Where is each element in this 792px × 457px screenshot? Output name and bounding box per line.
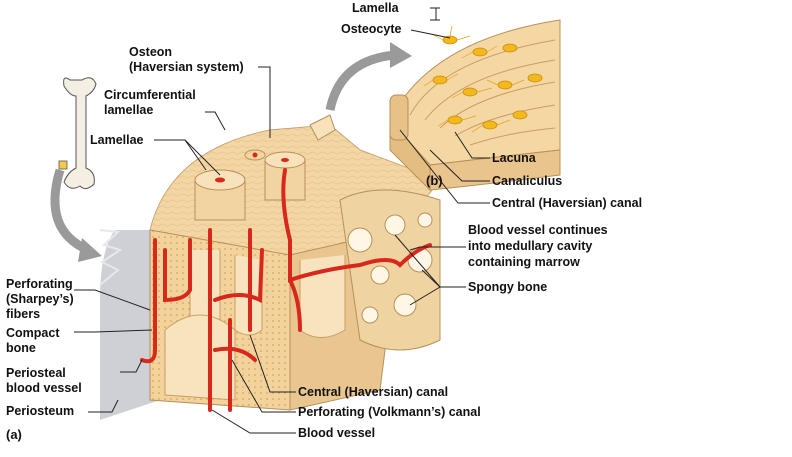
label-lamella: Lamella: [352, 1, 399, 15]
label-medullary-line1: Blood vessel continues: [468, 223, 608, 237]
label-compact-bone-line1: Compact: [6, 326, 60, 340]
panel-label-a: (a): [6, 427, 22, 442]
label-spongy-bone: Spongy bone: [468, 280, 548, 294]
label-medullary-line3: containing marrow: [468, 255, 580, 269]
label-central-canal-b: Central (Haversian) canal: [492, 196, 643, 210]
label-lacuna: Lacuna: [492, 151, 536, 165]
label-canaliculus: Canaliculus: [492, 174, 563, 188]
label-perforating-fibers-line1: Perforating: [6, 277, 73, 291]
label-blood-vessel: Blood vessel: [298, 426, 376, 440]
long-bone-icon: [58, 77, 97, 190]
label-periosteum: Periosteum: [6, 404, 75, 418]
panel-label-b: (b): [426, 173, 443, 188]
label-osteocyte: Osteocyte: [341, 22, 402, 36]
label-perforating-fibers-line3: fibers: [6, 307, 41, 321]
label-compact-bone-line2: bone: [6, 341, 36, 355]
zoom-arrow-b: [325, 42, 412, 112]
blood-vessels: [140, 168, 432, 412]
label-volkmann-canal: Perforating (Volkmann’s) canal: [298, 405, 481, 419]
label-osteon-line1: Osteon: [129, 45, 173, 59]
label-lamellae: Lamellae: [90, 133, 144, 147]
label-periosteal-vessel-line2: blood vessel: [6, 381, 82, 395]
label-circumferential-line2: lamellae: [104, 103, 154, 117]
canaliculi: [423, 25, 525, 133]
zoom-arrow-a: [50, 168, 102, 262]
label-periosteal-vessel-line1: Periosteal: [6, 366, 66, 380]
label-circumferential-line1: Circumferential: [104, 88, 196, 102]
label-central-canal-a: Central (Haversian) canal: [298, 385, 449, 399]
label-medullary-line2: into medullary cavity: [468, 239, 593, 253]
label-osteon-line2: (Haversian system): [129, 60, 244, 74]
periosteum-layer: [99, 229, 160, 420]
label-perforating-fibers-line2: (Sharpey’s): [6, 292, 74, 306]
spongy-bone: [339, 189, 441, 351]
leader-lines: [74, 7, 490, 434]
